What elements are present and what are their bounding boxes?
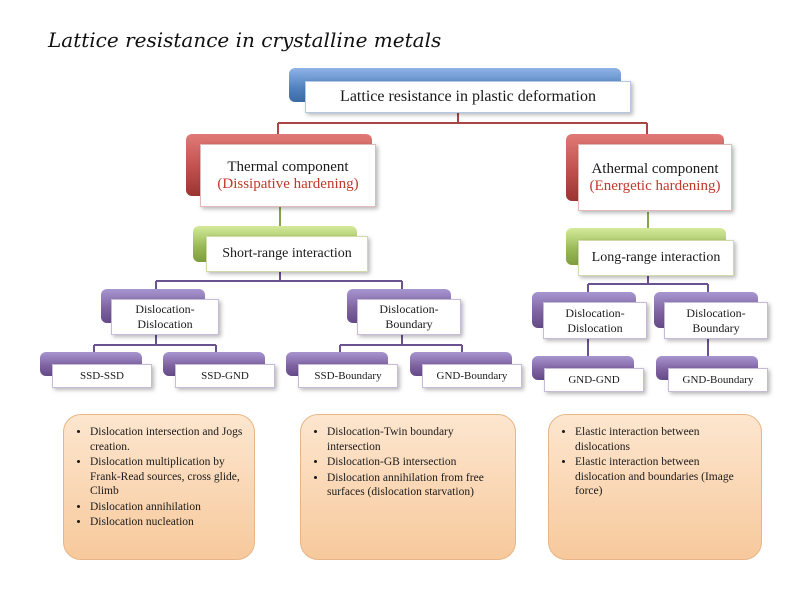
list-item: Dislocation annihilation from free surfa… (327, 471, 505, 500)
long-range-node-label: Long-range interaction (591, 250, 721, 265)
list-item: Elastic interaction between dislocation … (575, 455, 751, 499)
list-item: Dislocation-Twin boundary intersection (327, 425, 505, 454)
mechanism-list: Elastic interaction between dislocations… (559, 425, 751, 499)
node-label-line1: Dislocation- (565, 305, 625, 320)
list-item: Dislocation-GB intersection (327, 455, 505, 470)
root-node-label: Lattice resistance in plastic deformatio… (340, 88, 596, 105)
thermal-node-label: Thermal component (227, 158, 349, 175)
gnd-boundary-node: GND-Boundary (422, 364, 522, 388)
ssd-gnd-node: SSD-GND (175, 364, 275, 388)
page-title: Lattice resistance in crystalline metals (48, 28, 442, 52)
node-label-line2: Boundary (385, 317, 433, 331)
list-item: Elastic interaction between dislocations (575, 425, 751, 454)
ssd-boundary-label: SSD-Boundary (314, 370, 382, 382)
list-item: Dislocation multiplication by Frank-Read… (90, 455, 244, 499)
long-range-node: Long-range interaction (578, 240, 734, 276)
list-item: Dislocation nucleation (90, 515, 244, 530)
athermal-node-subtitle: (Energetic hardening) (589, 177, 721, 194)
ssd-boundary-node: SSD-Boundary (298, 364, 398, 388)
long-dislocation-dislocation-node: Dislocation- Dislocation (543, 302, 647, 339)
mechanism-list: Dislocation-Twin boundary intersection D… (311, 425, 505, 500)
root-node: Lattice resistance in plastic deformatio… (305, 81, 631, 113)
node-label-line2: Dislocation (137, 317, 193, 331)
list-item: Dislocation intersection and Jogs creati… (90, 425, 244, 454)
node-label-line1: Dislocation- (686, 305, 746, 320)
node-label-line2: Boundary (692, 320, 740, 335)
node-label-line2: Dislocation (567, 320, 623, 335)
short-range-node-label: Short-range interaction (222, 246, 352, 261)
short-range-boundary-panel: Dislocation-Twin boundary intersection D… (300, 414, 516, 560)
node-label-line1: Dislocation- (135, 302, 195, 316)
long-gnd-boundary-node: GND-Boundary (668, 368, 768, 392)
gnd-gnd-node: GND-GND (544, 368, 644, 392)
ssd-gnd-label: SSD-GND (201, 370, 249, 382)
ssd-ssd-node: SSD-SSD (52, 364, 152, 388)
athermal-node: Athermal component (Energetic hardening) (578, 144, 732, 211)
dislocation-dislocation-node: Dislocation- Dislocation (111, 299, 219, 335)
gnd-gnd-label: GND-GND (568, 374, 620, 386)
list-item: Dislocation annihilation (90, 500, 244, 515)
dislocation-boundary-node: Dislocation- Boundary (357, 299, 461, 335)
mechanism-list: Dislocation intersection and Jogs creati… (74, 425, 244, 530)
athermal-node-label: Athermal component (591, 160, 719, 177)
gnd-boundary-label: GND-Boundary (436, 370, 508, 382)
long-dislocation-boundary-node: Dislocation- Boundary (664, 302, 768, 339)
node-label-line1: Dislocation- (379, 302, 439, 316)
long-range-panel: Elastic interaction between dislocations… (548, 414, 762, 560)
long-gnd-boundary-label: GND-Boundary (682, 374, 754, 386)
short-range-dislocation-panel: Dislocation intersection and Jogs creati… (63, 414, 255, 560)
short-range-node: Short-range interaction (206, 236, 368, 272)
ssd-ssd-label: SSD-SSD (79, 370, 125, 382)
thermal-node: Thermal component (Dissipative hardening… (200, 144, 376, 207)
thermal-node-subtitle: (Dissipative hardening) (217, 175, 359, 192)
